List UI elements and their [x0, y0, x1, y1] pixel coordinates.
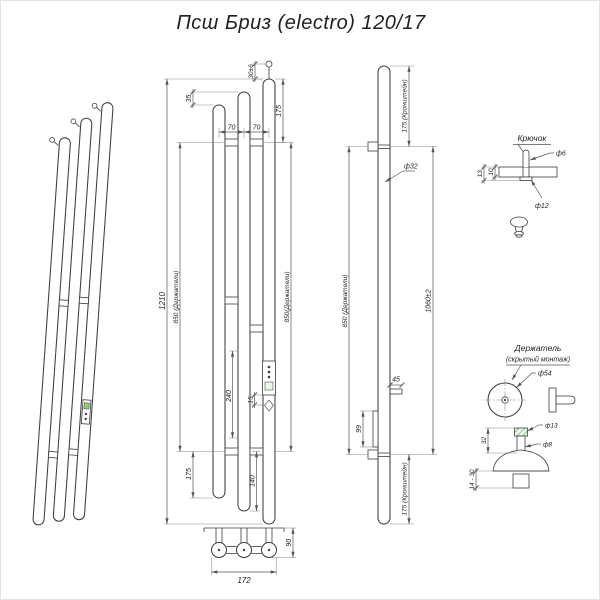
perspective-hooks	[49, 102, 101, 146]
holder-detail: Держатель (скрытый монтаж) ф54 32	[469, 343, 576, 491]
panel-display	[83, 402, 90, 410]
dim-text-240: 240	[226, 390, 233, 403]
dim-text-bracket-top: 175 (Кронштейн)	[401, 79, 409, 132]
dim-32: 32	[481, 427, 517, 454]
perspective-connectors	[47, 296, 90, 459]
side-view: 45 ф32 175 (Кронштейн) 175 (Кронштейн) 1…	[342, 65, 437, 525]
dim-text-99: 99	[356, 425, 363, 433]
dim-850-side: 850 (Держатели)	[342, 146, 368, 455]
dim-text-13: 13	[477, 170, 484, 178]
dim-text-90: 90	[286, 539, 293, 547]
dim-text-10: 10	[488, 168, 495, 176]
bottom-view: 90 172	[203, 527, 296, 585]
panel-button	[84, 417, 87, 421]
dim-10: 10	[488, 164, 499, 180]
dim-35: 35	[186, 89, 238, 108]
dim-text-15: 15	[248, 396, 255, 404]
dim-1060: 1060±2	[426, 146, 435, 455]
hook-pin	[522, 149, 530, 167]
wall-section	[498, 166, 558, 178]
dim-d6: ф6	[529, 151, 566, 161]
front-tube-middle	[237, 91, 251, 512]
panel-display	[264, 381, 274, 391]
dim-text-range: 14 - 30	[469, 469, 476, 490]
dim-70-70: 70 70	[218, 125, 270, 138]
hook-detail: Крючок 13 10 ф6 ф12	[477, 133, 566, 238]
dim-d8: ф8	[524, 442, 552, 449]
holder-face	[484, 379, 526, 421]
dim-text-140: 140	[250, 475, 257, 487]
dim-text-70-b: 70	[253, 125, 261, 132]
holder-detail-sublabel: (скрытый монтаж)	[506, 356, 570, 364]
dim-text-35: 35	[186, 95, 193, 103]
dim-90: 90	[271, 527, 296, 558]
holder-side-view	[548, 387, 576, 413]
dim-text-d32: ф32	[404, 164, 418, 171]
dim-99: 99	[356, 410, 373, 448]
dim-range: 14 - 30	[469, 468, 513, 491]
perspective-tube-left	[32, 137, 71, 526]
perspective-tube-middle	[52, 117, 93, 522]
hook-knob	[510, 216, 528, 238]
dim-text-d54: ф54	[538, 371, 552, 378]
dim-140: 140	[250, 451, 260, 512]
dim-text-d6: ф6	[556, 151, 566, 158]
dim-text-d12: ф12	[535, 203, 549, 210]
dim-d54: ф54	[516, 371, 552, 388]
bottom-connector-bar	[226, 546, 262, 554]
holder-profile	[492, 427, 550, 489]
dim-text-1060: 1060±2	[426, 289, 433, 312]
front-tube-right	[262, 78, 276, 525]
dim-text-850-right: 850(Держатели)	[284, 271, 291, 322]
dim-d12: ф12	[530, 179, 549, 210]
front-tube-left	[212, 104, 226, 499]
dim-850-right: 850(Держатели)	[275, 142, 294, 452]
dim-d13: ф13	[527, 423, 558, 432]
front-view: 1210 850 (Держатели) 35 175 175 850(Держ…	[158, 60, 294, 525]
diamond-symbol	[264, 399, 274, 412]
dim-text-d13: ф13	[545, 423, 558, 430]
front-control-panel	[262, 360, 276, 412]
dim-bracket-bottom: 175 (Кронштейн)	[390, 454, 437, 525]
dim-text-175-top: 175	[276, 105, 283, 117]
hook-flange	[519, 176, 533, 181]
drawing-title: Псш Бриз (electro) 120/17	[176, 12, 426, 34]
dim-240: 240	[226, 350, 238, 439]
dim-text-1210: 1210	[158, 292, 167, 310]
perspective-control-panel	[80, 399, 92, 425]
dim-text-850-side: 850 (Держатели)	[342, 275, 349, 328]
dim-175-bottom: 175	[186, 451, 213, 499]
dim-text-32: 32	[481, 437, 488, 445]
bottom-bracket-stems	[215, 528, 273, 543]
panel-button	[84, 412, 88, 416]
side-tube	[377, 65, 391, 525]
dim-172: 172	[211, 557, 277, 585]
holder-detail-label: Держатель	[514, 343, 562, 353]
dim-text-70-a: 70	[228, 125, 236, 132]
dim-45: 45	[387, 377, 405, 388]
dim-1210: 1210	[158, 78, 263, 525]
dim-13: 13	[477, 164, 520, 184]
front-top-hook	[265, 60, 273, 79]
dim-text-175-bottom: 175	[186, 468, 193, 480]
dim-bracket-top: 175 (Кронштейн)	[390, 65, 437, 147]
side-hook-stub	[390, 388, 403, 395]
dim-d32: ф32	[384, 164, 418, 183]
dim-text-850-left: 850 (Держатели)	[173, 271, 180, 324]
side-control-panel	[372, 410, 379, 448]
dim-30-6: 30±6	[248, 61, 266, 82]
dim-text-30-6: 30±6	[248, 64, 255, 79]
dim-15: 15	[248, 392, 263, 408]
dim-text-172: 172	[237, 576, 251, 585]
dim-text-bracket-bottom: 175 (Кронштейн)	[401, 462, 409, 515]
perspective-view	[32, 102, 114, 526]
hook-detail-label: Крючок	[518, 133, 548, 143]
dim-850-left: 850 (Держатели)	[173, 142, 225, 452]
dim-text-45: 45	[392, 377, 400, 384]
dim-text-d8: ф8	[543, 442, 552, 449]
